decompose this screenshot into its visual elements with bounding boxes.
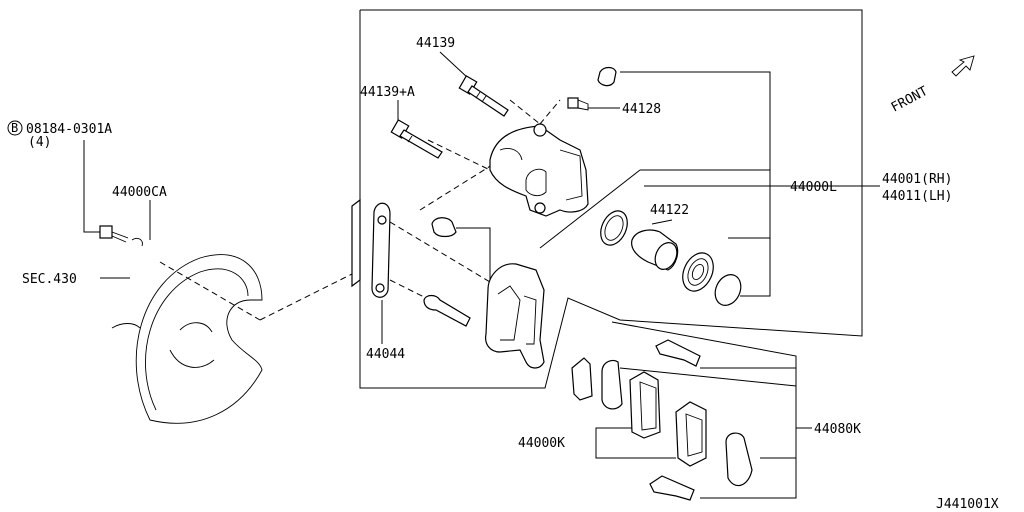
- front-arrow-icon: [951, 55, 975, 77]
- leader-line: [595, 427, 676, 459]
- pad-shim-outer: [571, 357, 593, 401]
- label-bolt-ref: 08184-0301A: [26, 122, 112, 137]
- assembly-line: [427, 139, 491, 171]
- leader-line: [539, 169, 641, 249]
- baffle-bolt: [99, 225, 143, 247]
- bolt-symbol-circle: [7, 120, 23, 136]
- leader-line: [620, 71, 771, 297]
- label-front: FRONT: [889, 84, 931, 116]
- bleeder-cap: [597, 66, 617, 87]
- label-sec: SEC.430: [22, 272, 77, 287]
- pad-clip-lower: [649, 475, 695, 501]
- pad-shim-inner: [601, 359, 623, 410]
- leader-line: [456, 227, 491, 282]
- label-piston: 44122: [650, 203, 689, 218]
- bleeder-screw: [567, 97, 589, 111]
- pad-shim-rear: [725, 432, 753, 487]
- label-caliper-lh: 44011(LH): [882, 189, 952, 204]
- pad-hw-bracket: [611, 321, 797, 499]
- assembly-line: [259, 269, 361, 321]
- piston: [631, 229, 679, 271]
- piston-seal: [600, 210, 628, 246]
- leader-line: [439, 51, 469, 79]
- label-caliper-assy: 44000L: [790, 180, 837, 195]
- assembly-line: [389, 279, 431, 301]
- guide-pin-lower: [390, 119, 443, 159]
- label-mounting: 44044: [366, 347, 405, 362]
- brake-pad-inner: [675, 401, 707, 467]
- boot-cap: [714, 274, 742, 306]
- dust-shield: [111, 254, 263, 424]
- label-pad-hw-kit: 44080K: [814, 422, 861, 437]
- label-caliper-rh: 44001(RH): [882, 172, 952, 187]
- leader-line: [651, 219, 673, 225]
- mounting-bracket: [351, 198, 391, 298]
- assembly-line: [419, 159, 501, 211]
- label-diagram-id: J441001X: [936, 497, 999, 512]
- assembly-line: [159, 261, 261, 321]
- brake-pad-outer: [629, 371, 661, 439]
- pin-boot-upper: [431, 217, 457, 238]
- label-pin-lower: 44139+A: [360, 85, 415, 100]
- leader-line: [83, 140, 104, 233]
- caliper-body: [489, 123, 589, 217]
- pad-clip-upper: [655, 339, 701, 367]
- caliper-group-frame: [359, 9, 863, 389]
- assembly-line: [539, 99, 561, 125]
- piston-boot: [682, 252, 714, 292]
- label-pin-upper: 44139: [416, 36, 455, 51]
- label-pad-kit: 44000K: [518, 436, 565, 451]
- label-bolt-qty: (4): [28, 135, 51, 150]
- assembly-line: [509, 99, 541, 125]
- label-bleeder: 44128: [622, 102, 661, 117]
- guide-pin-upper: [458, 75, 509, 117]
- leader-line: [619, 367, 797, 387]
- torque-member: [485, 263, 545, 369]
- pin-boot-lower: [423, 294, 471, 327]
- bolt-symbol: B: [11, 121, 18, 135]
- label-baffle-bolt: 44000CA: [112, 185, 167, 200]
